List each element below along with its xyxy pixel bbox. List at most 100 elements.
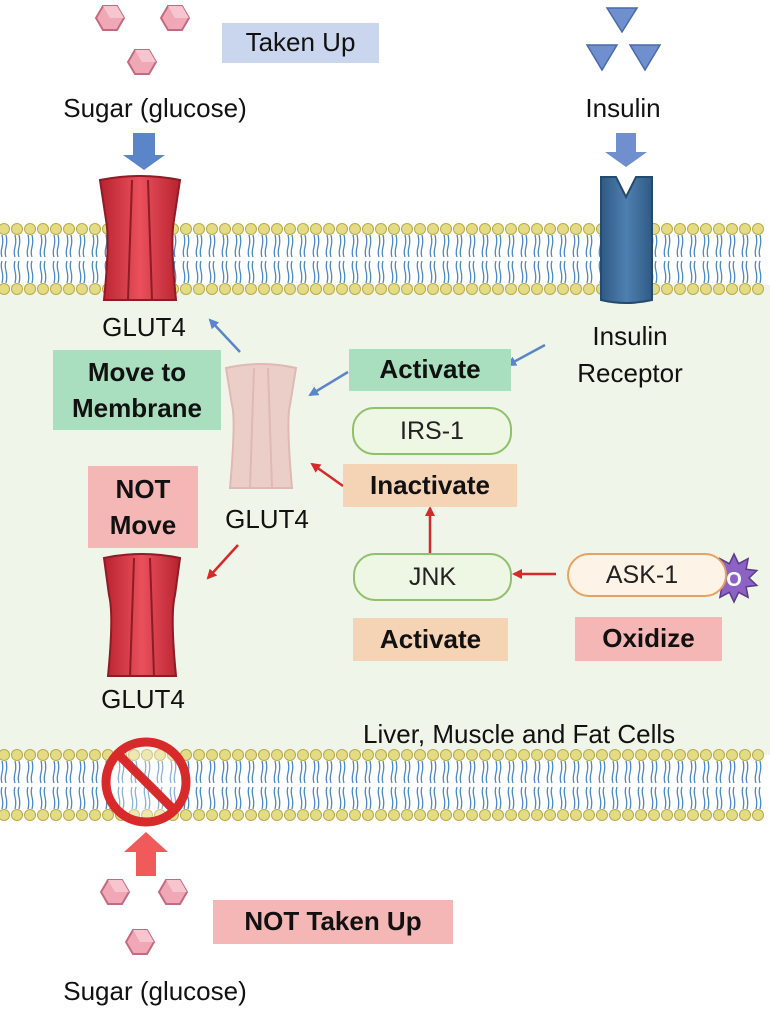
- lipid-tail: [680, 786, 684, 810]
- lipid-tail: [394, 260, 398, 284]
- lipid-tail: [442, 234, 446, 258]
- lipid-tail: [56, 760, 60, 784]
- lipid-head: [284, 749, 296, 761]
- lipid-head: [752, 749, 764, 761]
- lipid-tail: [277, 786, 281, 810]
- lipid-head: [466, 223, 478, 235]
- lipid-head: [89, 283, 101, 295]
- sugar-top-label: Sugar (glucose): [63, 93, 247, 123]
- lipid-tail: [91, 234, 95, 258]
- lipid-tail: [745, 786, 749, 810]
- lipid-tail: [598, 760, 602, 784]
- lipid-tail: [576, 786, 580, 810]
- lipid-tail: [416, 786, 420, 810]
- lipid-head: [518, 809, 530, 821]
- lipid-head: [219, 749, 231, 761]
- lipid-tail: [585, 260, 589, 284]
- lipid-head: [674, 283, 686, 295]
- lipid-tail: [546, 760, 550, 784]
- lipid-tail: [238, 786, 242, 810]
- lipid-head: [726, 749, 738, 761]
- lipid-tail: [381, 234, 385, 258]
- lipid-tail: [342, 234, 346, 258]
- lipid-tail: [52, 260, 56, 284]
- lipid-tail: [624, 786, 628, 810]
- lipid-head: [102, 809, 114, 821]
- glucose-hexagon-icon: [124, 929, 156, 955]
- lipid-tail: [221, 786, 225, 810]
- lipid-head: [414, 809, 426, 821]
- lipid-tail: [286, 760, 290, 784]
- lipid-tail: [65, 786, 69, 810]
- lipid-tail: [442, 760, 446, 784]
- lipid-tail: [247, 786, 251, 810]
- lipid-tail: [160, 760, 164, 784]
- lipid-head: [570, 223, 582, 235]
- lipid-head: [479, 749, 491, 761]
- lipid-tail: [91, 760, 95, 784]
- lipid-tail: [758, 786, 762, 810]
- lipid-tail: [394, 234, 398, 258]
- lipid-head: [609, 749, 621, 761]
- lipid-tail: [39, 234, 43, 258]
- lipid-tail: [303, 760, 307, 784]
- lipid-tail: [433, 760, 437, 784]
- lipid-tail: [247, 260, 251, 284]
- lipid-tail: [82, 760, 86, 784]
- lipid-tail: [420, 234, 424, 258]
- lipid-tail: [338, 760, 342, 784]
- lipid-tail: [65, 234, 69, 258]
- lipid-head: [752, 809, 764, 821]
- lipid-tail: [511, 760, 515, 784]
- lipid-tail: [689, 234, 693, 258]
- lipid-tail: [728, 260, 732, 284]
- lipid-head: [0, 223, 10, 235]
- lipid-tail: [459, 786, 463, 810]
- lipid-tail: [303, 234, 307, 258]
- lipid-tail: [130, 786, 134, 810]
- lipid-tail: [212, 234, 216, 258]
- lipid-head: [323, 809, 335, 821]
- lipid-tail: [433, 786, 437, 810]
- lipid-tail: [117, 760, 121, 784]
- lipid-head: [492, 749, 504, 761]
- lipid-tail: [277, 260, 281, 284]
- lipid-tail: [472, 234, 476, 258]
- lipid-tail: [745, 760, 749, 784]
- lipid-head: [271, 283, 283, 295]
- lipid-head: [700, 283, 712, 295]
- lipid-tail: [533, 260, 537, 284]
- lipid-head: [440, 809, 452, 821]
- lipid-tail: [654, 234, 658, 258]
- lipid-tail: [91, 260, 95, 284]
- move-to-membrane-arrow: [208, 318, 241, 353]
- lipid-head: [544, 809, 556, 821]
- lipid-tail: [199, 234, 203, 258]
- lipid-head: [76, 283, 88, 295]
- lipid-tail: [650, 760, 654, 784]
- lipid-tail: [472, 260, 476, 284]
- lipid-tail: [69, 234, 73, 258]
- lipid-tail: [654, 760, 658, 784]
- lipid-head: [570, 283, 582, 295]
- lipid-tail: [273, 786, 277, 810]
- lipid-head: [596, 809, 608, 821]
- lipid-tail: [355, 760, 359, 784]
- lipid-tail: [78, 760, 82, 784]
- lipid-tail: [355, 786, 359, 810]
- lipid-tail: [26, 786, 30, 810]
- lipid-tail: [69, 760, 73, 784]
- lipid-tail: [416, 260, 420, 284]
- lipid-head: [466, 809, 478, 821]
- glucose-hexagon-icon: [99, 879, 131, 905]
- lipid-tail: [199, 260, 203, 284]
- lipid-head: [336, 283, 348, 295]
- lipid-tail: [520, 760, 524, 784]
- lipid-tail: [524, 234, 528, 258]
- lipid-tail: [329, 260, 333, 284]
- lipid-head: [24, 809, 36, 821]
- lipid-head: [557, 809, 569, 821]
- lipid-head: [713, 749, 725, 761]
- lipid-tail: [260, 786, 264, 810]
- lipid-tail: [173, 260, 177, 284]
